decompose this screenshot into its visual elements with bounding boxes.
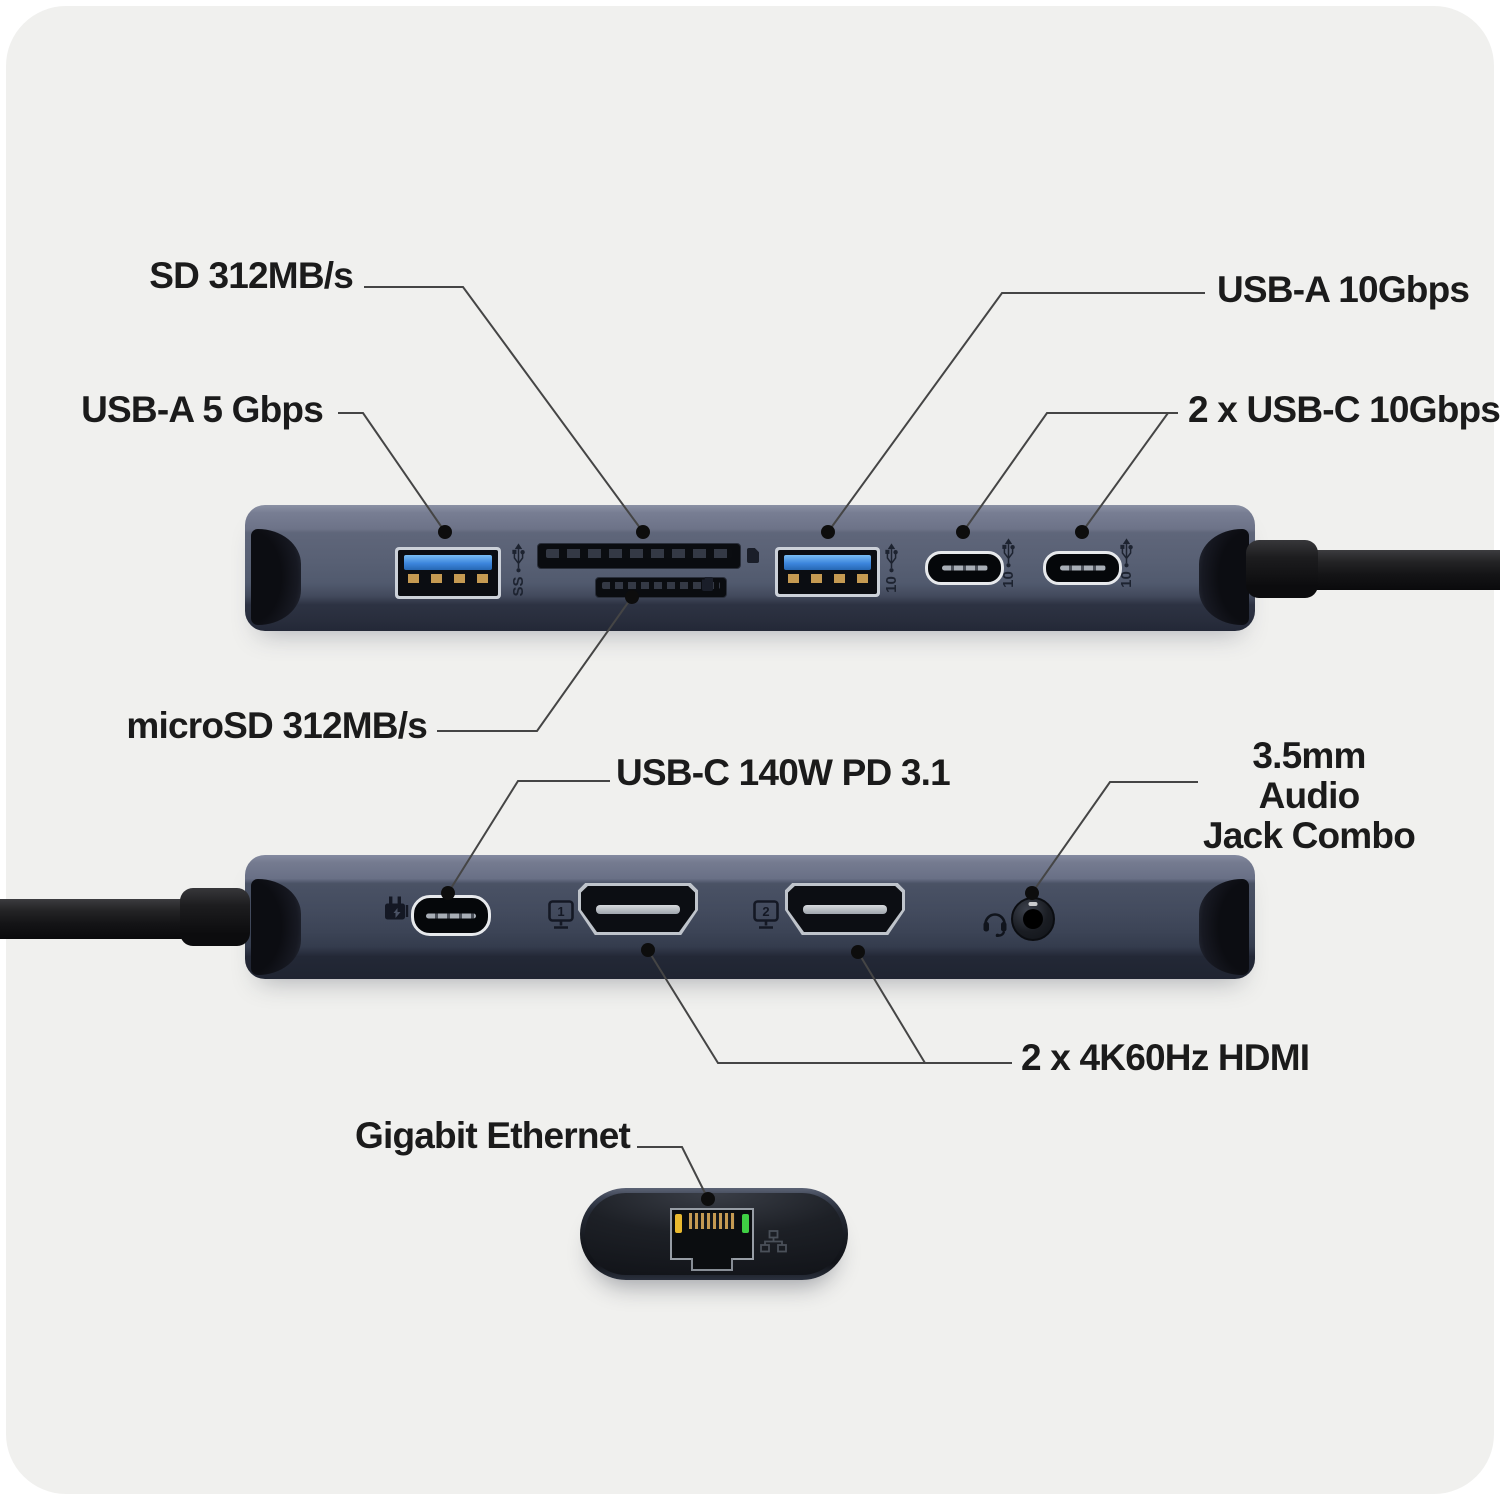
jack-hole — [1023, 909, 1043, 929]
host-cable-middle — [0, 899, 184, 939]
usb-c-10gbps-port-1 — [925, 551, 1004, 585]
audio-jack-port — [1011, 897, 1055, 941]
end-notch — [1199, 529, 1249, 625]
power-plug-icon — [385, 896, 409, 920]
ethernet-network-icon — [760, 1230, 787, 1253]
usb-c-contacts — [426, 913, 476, 918]
usb-a-pin — [408, 574, 419, 583]
port-cavity — [778, 550, 877, 594]
label-hdmi: 2 x 4K60Hz HDMI — [1021, 1037, 1310, 1078]
end-notch — [1199, 879, 1249, 975]
sd-card-icon — [747, 548, 759, 563]
display-number: 1 — [557, 904, 564, 919]
rj45-latch-slot — [691, 1258, 733, 1271]
label-gigabit-ethernet: Gigabit Ethernet — [355, 1115, 631, 1156]
hub-side-b: 1 2 — [245, 855, 1255, 979]
speed-10-text: 10 — [1117, 571, 1135, 588]
label-sd-speed: SD 312MB/s — [149, 255, 354, 296]
hdmi-blade — [803, 904, 887, 914]
usb-a-tongue — [404, 555, 492, 570]
cable-strain-relief-top — [1246, 540, 1318, 598]
micro-sd-card-icon — [702, 577, 713, 591]
jack-highlight — [1028, 902, 1038, 906]
rj45-pins — [689, 1213, 735, 1229]
ethernet-led-green — [742, 1214, 749, 1233]
label-usb-a-5gbps: USB-A 5 Gbps — [81, 389, 324, 430]
usb-a-tongue — [784, 555, 871, 570]
usb-10gbps-icon: 10 — [997, 537, 1019, 589]
usb-trident-icon — [511, 543, 525, 573]
usb-c-contacts — [941, 565, 988, 571]
headset-icon — [983, 913, 1007, 937]
end-notch — [251, 529, 301, 625]
usb-10gbps-icon: 10 — [880, 542, 902, 594]
hub-side-a: SS 10 — [245, 505, 1255, 631]
speed-10-text: 10 — [999, 571, 1017, 588]
hub-end-ethernet — [580, 1188, 848, 1280]
usb-a-pin — [454, 574, 465, 583]
sd-card-slot — [537, 543, 741, 569]
hdmi-port-1 — [578, 883, 698, 935]
display-2-icon: 2 — [753, 900, 779, 929]
usb-a-pin — [811, 574, 822, 583]
superspeed-text: SS — [509, 576, 527, 597]
usb-a-10gbps-port — [775, 547, 880, 597]
label-audio-line1: 3.5mm Audio — [1252, 735, 1366, 816]
usb-a-5gbps-port — [395, 547, 501, 599]
hdmi-port-2 — [785, 883, 905, 935]
label-usb-c-10gbps: 2 x USB-C 10Gbps — [1188, 389, 1500, 430]
port-cavity — [398, 550, 498, 596]
display-number: 2 — [762, 904, 769, 919]
label-usb-a-10gbps: USB-A 10Gbps — [1217, 269, 1470, 310]
usb-trident-icon — [1001, 538, 1015, 568]
usb-a-pin — [477, 574, 488, 583]
label-usb-c-pd: USB-C 140W PD 3.1 — [616, 752, 951, 793]
gigabit-ethernet-port — [670, 1208, 754, 1271]
usb-c-contacts — [1059, 565, 1106, 571]
usb-10gbps-icon: 10 — [1115, 537, 1137, 589]
usb-a-pin — [431, 574, 442, 583]
host-cable-top — [1312, 550, 1500, 590]
label-audio-jack: 3.5mm Audio Jack Combo — [1200, 736, 1418, 856]
label-audio-line2: Jack Combo — [1202, 815, 1416, 856]
cable-strain-relief-middle — [180, 888, 250, 946]
label-micro-sd-speed: microSD 312MB/s — [126, 705, 427, 746]
usb-a-pin — [788, 574, 799, 583]
usb-c-pd-port — [411, 895, 491, 936]
end-notch — [251, 879, 301, 975]
ethernet-led-yellow — [675, 1214, 682, 1233]
hdmi-blade — [596, 904, 680, 914]
usb-a-pin — [834, 574, 845, 583]
superspeed-usb-icon: SS — [507, 543, 529, 597]
usb-a-pin — [857, 574, 868, 583]
display-1-icon: 1 — [548, 900, 574, 929]
usb-trident-icon — [1119, 538, 1133, 568]
usb-c-10gbps-port-2 — [1043, 551, 1122, 585]
speed-10-text: 10 — [882, 576, 900, 593]
usb-trident-icon — [884, 543, 898, 573]
